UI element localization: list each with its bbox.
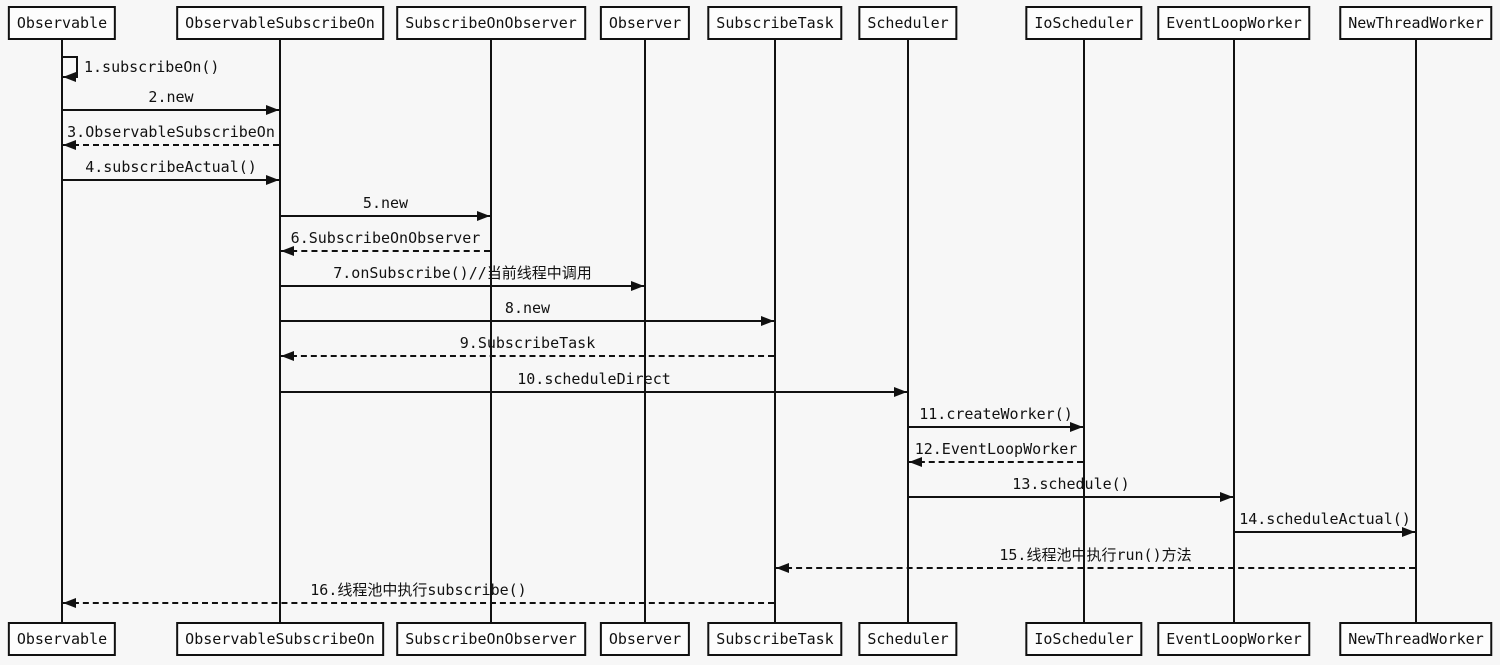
arrowhead-16: [63, 598, 76, 608]
message-line-10: [281, 391, 907, 393]
lifeline-io-scheduler: [1083, 38, 1085, 624]
message-line-11: [909, 426, 1083, 428]
participant-bottom-observable: Observable: [7, 622, 117, 656]
arrowhead-10: [894, 387, 907, 397]
participant-bottom-subscribe-task: SubscribeTask: [707, 622, 843, 656]
message-label-11: 11.createWorker(): [919, 405, 1073, 423]
arrowhead-4: [266, 175, 279, 185]
participant-bottom-observable-subscribe-on: ObservableSubscribeOn: [176, 622, 384, 656]
message-line-13: [909, 496, 1233, 498]
arrowhead-3: [63, 140, 76, 150]
participant-bottom-io-scheduler: IoScheduler: [1025, 622, 1143, 656]
arrowhead-15: [776, 563, 789, 573]
participant-bottom-event-loop-worker: EventLoopWorker: [1157, 622, 1311, 656]
arrowhead-2: [266, 105, 279, 115]
arrowhead-7: [631, 281, 644, 291]
message-line-3: [63, 144, 279, 146]
participant-bottom-subscribe-on-observer: SubscribeOnObserver: [396, 622, 586, 656]
message-label-6: 6.SubscribeOnObserver: [290, 229, 481, 247]
message-line-9: [281, 355, 774, 357]
message-label-3: 3.ObservableSubscribeOn: [67, 123, 275, 141]
participant-top-observable: Observable: [7, 6, 117, 40]
arrowhead-9: [281, 351, 294, 361]
message-label-1: 1.subscribeOn(): [84, 58, 220, 76]
participant-top-subscribe-task: SubscribeTask: [707, 6, 843, 40]
message-line-14: [1235, 531, 1415, 533]
message-line-4: [63, 179, 279, 181]
participant-top-observer: Observer: [599, 6, 691, 40]
lifeline-subscribe-task: [774, 38, 776, 624]
participant-top-subscribe-on-observer: SubscribeOnObserver: [396, 6, 586, 40]
participant-top-event-loop-worker: EventLoopWorker: [1157, 6, 1311, 40]
arrowhead-14: [1402, 527, 1415, 537]
message-label-9: 9.SubscribeTask: [459, 334, 596, 352]
message-label-13: 13.schedule(): [1012, 475, 1130, 493]
arrowhead-6: [281, 246, 294, 256]
message-label-8: 8.new: [504, 299, 551, 317]
message-label-16: 16.线程池中执行subscribe(): [310, 581, 527, 599]
arrowhead-12: [909, 457, 922, 467]
message-line-12: [909, 461, 1083, 463]
participant-top-new-thread-worker: NewThreadWorker: [1339, 6, 1493, 40]
arrowhead-13: [1220, 492, 1233, 502]
message-line-6: [281, 250, 490, 252]
message-label-14: 14.scheduleActual(): [1239, 510, 1411, 528]
lifeline-subscribe-on-observer: [490, 38, 492, 624]
lifeline-new-thread-worker: [1415, 38, 1417, 624]
message-label-10: 10.scheduleDirect: [517, 370, 671, 388]
message-line-15: [776, 567, 1415, 569]
participant-top-scheduler: Scheduler: [858, 6, 958, 40]
lifeline-event-loop-worker: [1233, 38, 1235, 624]
arrowhead-8: [761, 316, 774, 326]
message-label-5: 5.new: [362, 194, 409, 212]
message-label-7: 7.onSubscribe()//当前线程中调用: [333, 264, 592, 282]
message-label-4: 4.subscribeActual(): [85, 158, 257, 176]
message-label-12: 12.EventLoopWorker: [914, 440, 1078, 458]
participant-bottom-observer: Observer: [599, 622, 691, 656]
participant-top-observable-subscribe-on: ObservableSubscribeOn: [176, 6, 384, 40]
arrowhead-1: [63, 72, 76, 82]
arrowhead-5: [477, 211, 490, 221]
message-line-8: [281, 320, 774, 322]
lifeline-observable: [61, 38, 63, 624]
lifeline-observer: [644, 38, 646, 624]
message-line-2: [63, 109, 279, 111]
message-line-16: [63, 602, 774, 604]
message-line-5: [281, 215, 490, 217]
participant-bottom-scheduler: Scheduler: [858, 622, 958, 656]
participant-top-io-scheduler: IoScheduler: [1025, 6, 1143, 40]
message-label-2: 2.new: [148, 88, 194, 106]
arrowhead-11: [1070, 422, 1083, 432]
message-label-15: 15.线程池中执行run()方法: [999, 546, 1192, 564]
message-line-7: [281, 285, 644, 287]
lifeline-observable-subscribe-on: [279, 38, 281, 624]
lifeline-scheduler: [907, 38, 909, 624]
participant-bottom-new-thread-worker: NewThreadWorker: [1339, 622, 1493, 656]
